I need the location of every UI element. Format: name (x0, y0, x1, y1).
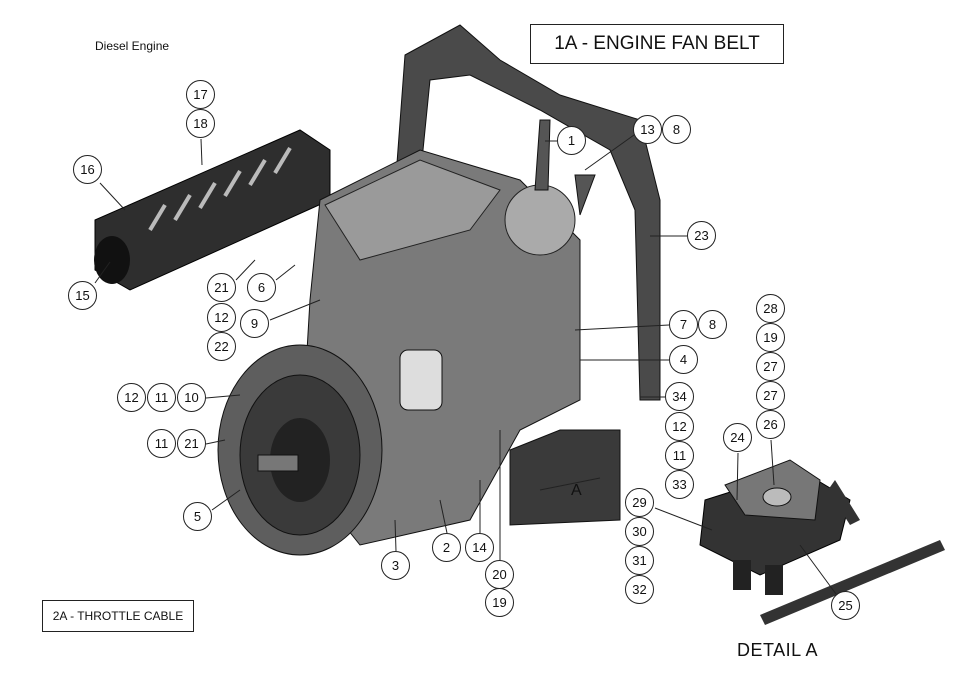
callout[interactable]: 9 (240, 309, 269, 338)
callout[interactable]: 5 (183, 502, 212, 531)
air-cleaner (94, 129, 331, 291)
callout[interactable]: 2 (432, 533, 461, 562)
throttle-cable-link[interactable]: 2A - THROTTLE CABLE (42, 600, 194, 632)
callout[interactable]: 29 (625, 488, 654, 517)
callout[interactable]: 12 (117, 383, 146, 412)
callout[interactable]: 10 (177, 383, 206, 412)
callout[interactable]: 4 (669, 345, 698, 374)
callout[interactable]: 22 (207, 332, 236, 361)
callout[interactable]: 11 (147, 429, 176, 458)
callout[interactable]: 20 (485, 560, 514, 589)
diagram-subtitle: Diesel Engine (95, 39, 170, 53)
callout[interactable]: 30 (625, 517, 654, 546)
callout[interactable]: 12 (207, 303, 236, 332)
callout[interactable]: 19 (485, 588, 514, 617)
callout[interactable]: 17 (186, 80, 215, 109)
fan (504, 184, 576, 256)
callout[interactable]: 27 (756, 352, 785, 381)
callout[interactable]: 33 (665, 470, 694, 499)
callout[interactable]: 16 (73, 155, 102, 184)
callout[interactable]: 19 (756, 323, 785, 352)
detail-a-label: DETAIL A (737, 640, 819, 660)
callout[interactable]: 31 (625, 546, 654, 575)
view-a-marker: A (571, 482, 582, 499)
callout[interactable]: 26 (756, 410, 785, 439)
callout[interactable]: 15 (68, 281, 97, 310)
callout[interactable]: 3 (381, 551, 410, 580)
callout[interactable]: 28 (756, 294, 785, 323)
callout[interactable]: 25 (831, 591, 860, 620)
mount-bracket (509, 429, 621, 526)
engine-fan-belt-title: 1A - ENGINE FAN BELT (530, 24, 784, 64)
callout[interactable]: 1 (557, 126, 586, 155)
callout[interactable]: 6 (247, 273, 276, 302)
callout[interactable]: 7 (669, 310, 698, 339)
fan-belt-guard (394, 24, 661, 401)
callout[interactable]: 8 (698, 310, 727, 339)
callout[interactable]: 13 (633, 115, 662, 144)
callout[interactable]: 21 (207, 273, 236, 302)
callout[interactable]: 34 (665, 382, 694, 411)
callout[interactable]: 14 (465, 533, 494, 562)
callout[interactable]: 8 (662, 115, 691, 144)
callout[interactable]: 21 (177, 429, 206, 458)
callout[interactable]: 32 (625, 575, 654, 604)
callout[interactable]: 11 (147, 383, 176, 412)
callout[interactable]: 24 (723, 423, 752, 452)
callout[interactable]: 18 (186, 109, 215, 138)
callout[interactable]: 27 (756, 381, 785, 410)
callout[interactable]: 12 (665, 412, 694, 441)
fuel-filter (399, 349, 443, 411)
callout[interactable]: 11 (665, 441, 694, 470)
callout[interactable]: 23 (687, 221, 716, 250)
